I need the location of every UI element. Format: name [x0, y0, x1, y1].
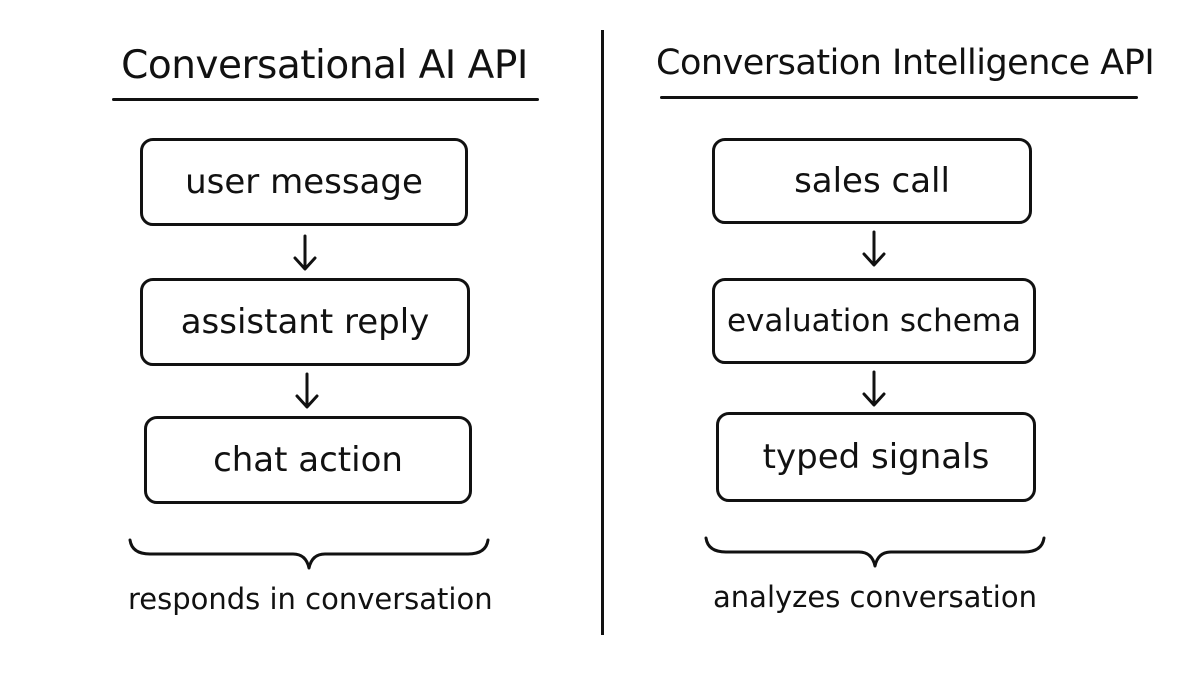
left-heading: Conversational AI API	[121, 43, 528, 88]
right-heading: Conversation Intelligence API	[656, 43, 1155, 83]
left-caption: responds in conversation	[128, 582, 493, 616]
right-arrow-down-icon-2	[862, 370, 886, 407]
right-step-label-2: evaluation schema	[726, 303, 1021, 339]
right-step-box-3: typed signals	[716, 412, 1036, 502]
left-heading-underline	[112, 98, 539, 101]
right-step-box-2: evaluation schema	[712, 278, 1036, 364]
column-divider	[601, 30, 604, 635]
right-step-box-1: sales call	[712, 138, 1032, 224]
left-step-label-2: assistant reply	[180, 302, 430, 342]
left-arrow-down-icon-1	[293, 234, 317, 271]
right-step-label-1: sales call	[794, 161, 950, 201]
right-heading-underline	[660, 96, 1138, 99]
left-curly-brace-icon	[128, 538, 490, 570]
left-step-box-1: user message	[140, 138, 468, 226]
conversational-ai-column: Conversational AI API user message assis…	[112, 43, 539, 616]
left-step-label-1: user message	[185, 162, 423, 202]
right-curly-brace-icon	[704, 536, 1046, 568]
right-caption: analyzes conversation	[713, 580, 1037, 614]
right-step-label-3: typed signals	[762, 437, 990, 477]
conversation-intelligence-column: Conversation Intelligence API sales call…	[604, 0, 1200, 675]
left-step-box-3: chat action	[144, 416, 472, 504]
right-arrow-down-icon-1	[862, 230, 886, 267]
left-step-label-3: chat action	[213, 440, 403, 480]
left-arrow-down-icon-2	[295, 372, 319, 409]
left-step-box-2: assistant reply	[140, 278, 470, 366]
